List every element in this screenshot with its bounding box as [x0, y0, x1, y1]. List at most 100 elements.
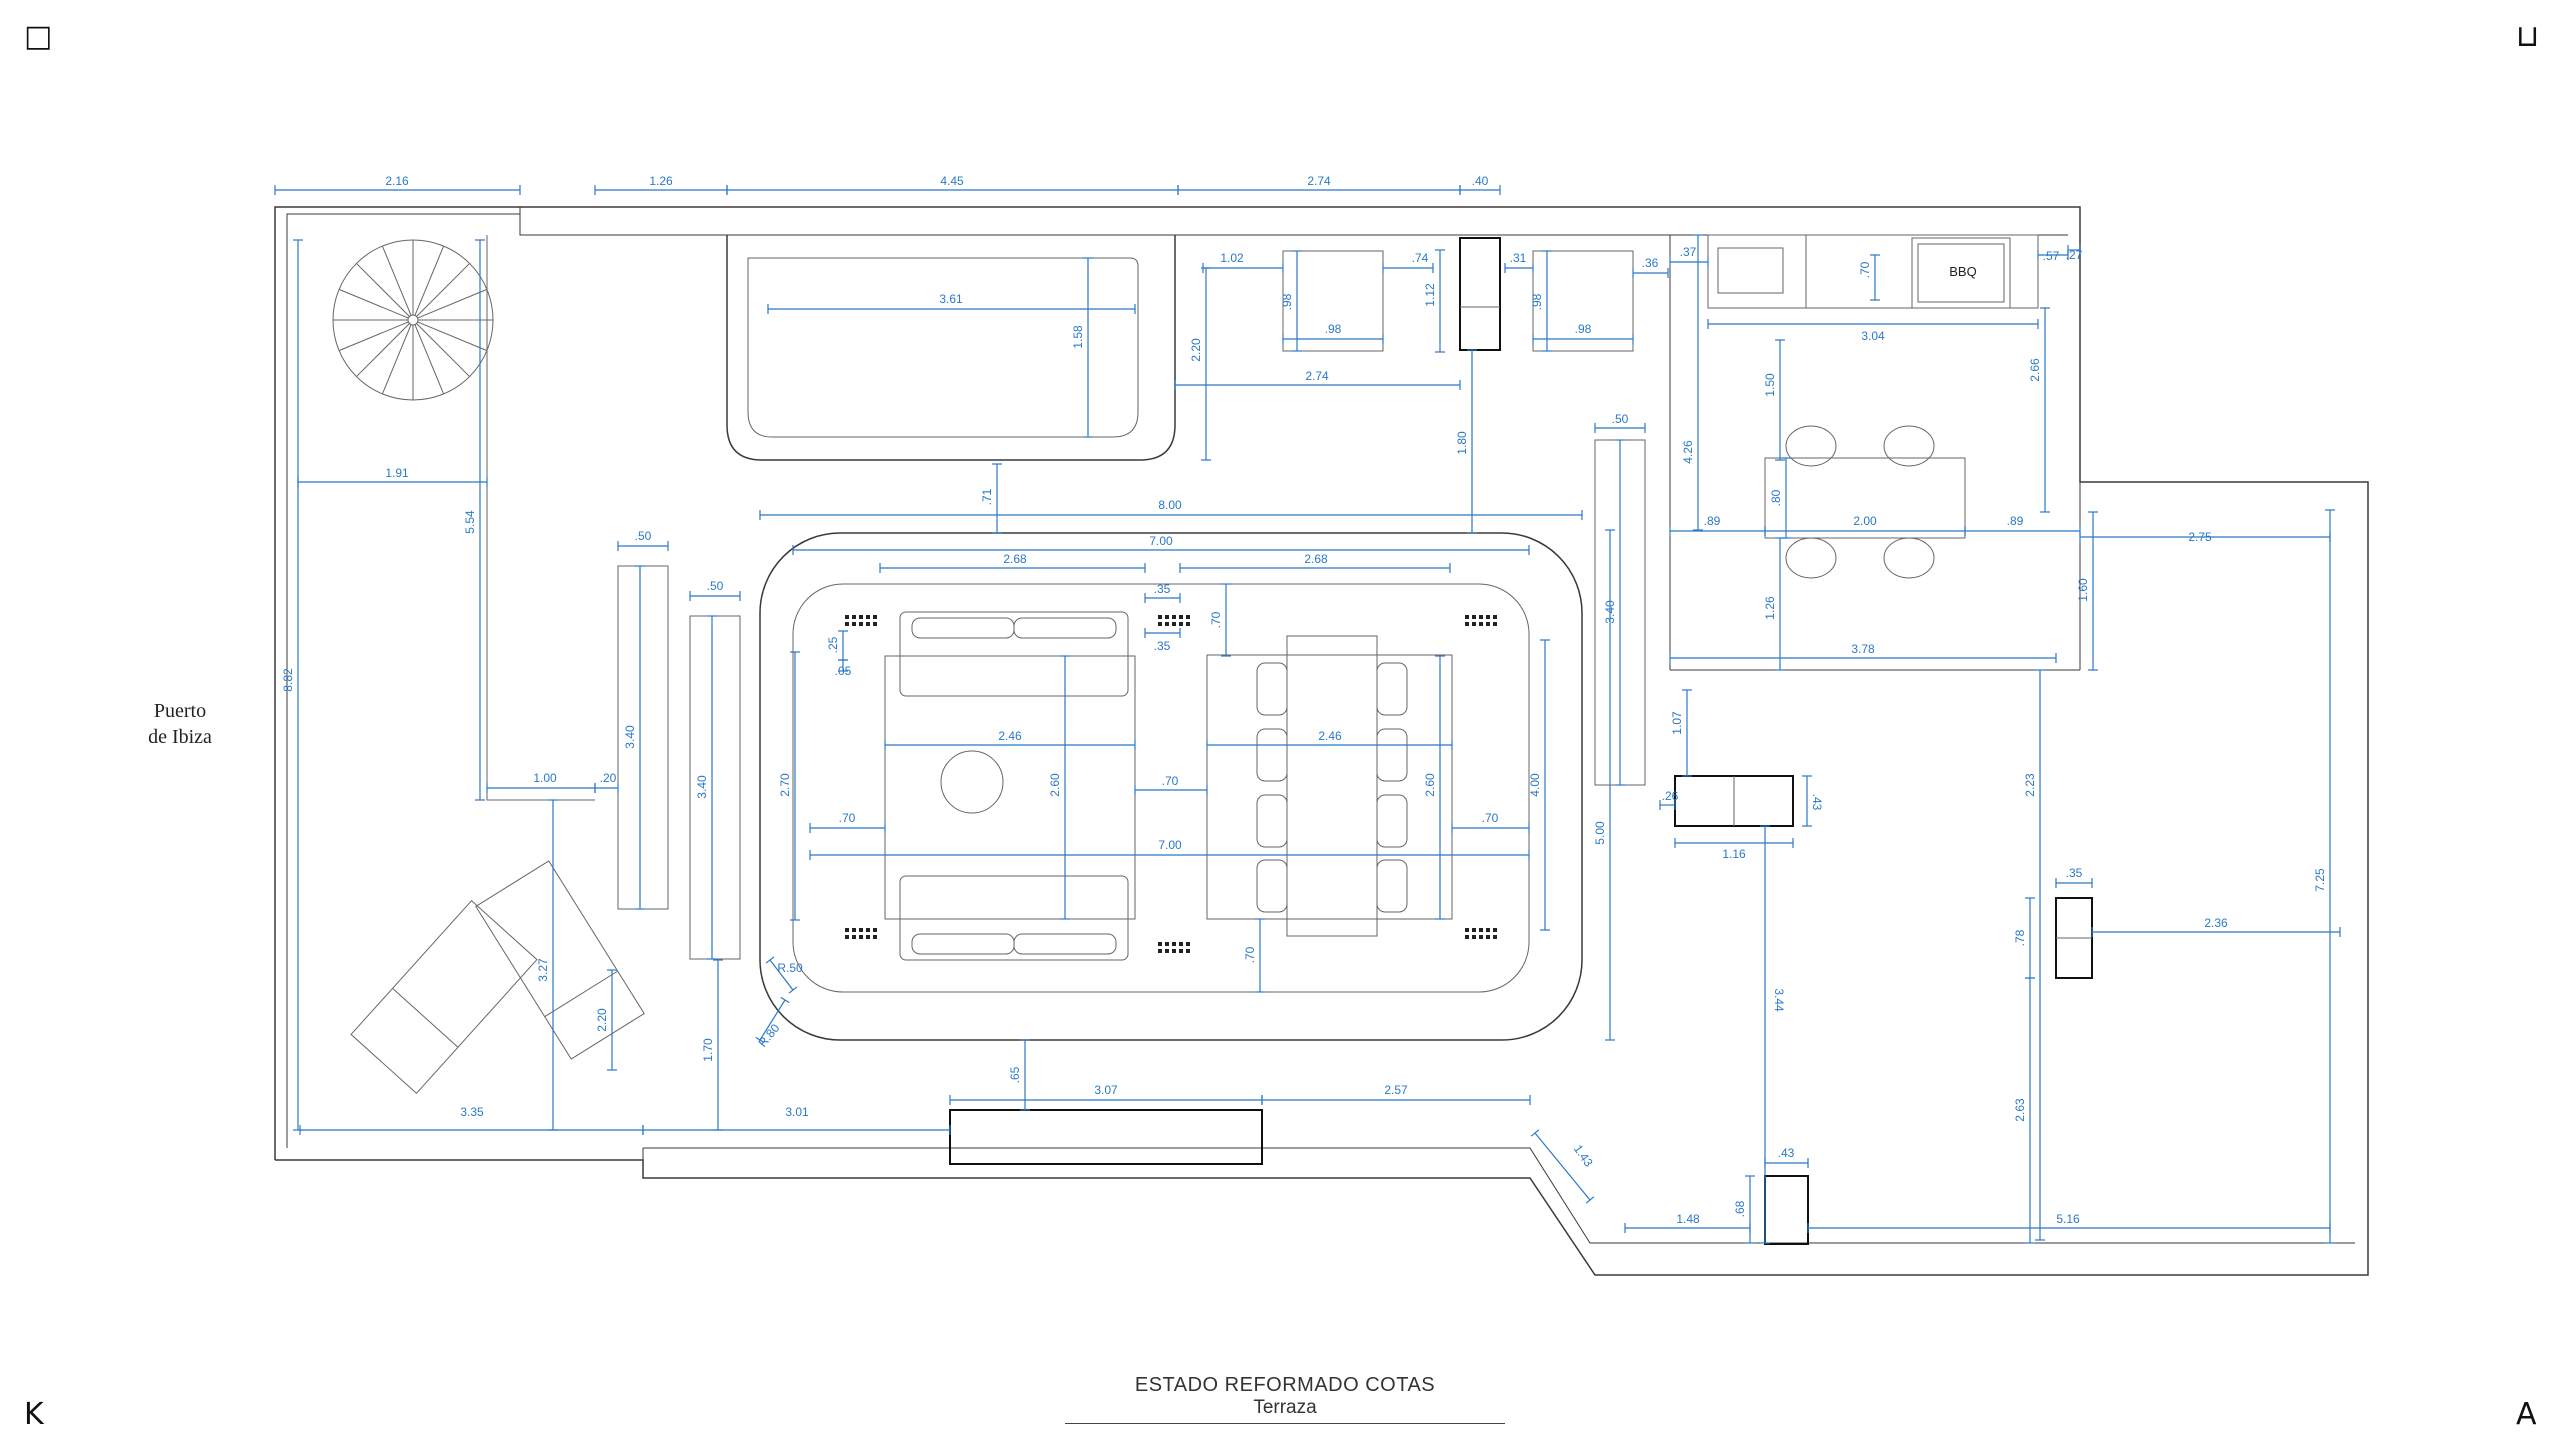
dimension-label: 2.66 — [2028, 358, 2042, 382]
light-fixture — [1465, 615, 1497, 626]
dimension-label: R.50 — [777, 961, 803, 975]
dimension-label: 7.00 — [1158, 838, 1182, 852]
dimension-label: .98 — [1325, 322, 1342, 336]
dimension-label: 2.60 — [1048, 773, 1062, 797]
dimension-label: .70 — [1162, 774, 1179, 788]
dimension-label: 3.27 — [536, 958, 550, 982]
dimension-label: 3.40 — [695, 775, 709, 799]
dimension-label: 1.48 — [1676, 1212, 1700, 1226]
dimension-label: 3.04 — [1861, 329, 1885, 343]
drawing-title: ESTADO REFORMADO COTAS — [1134, 1374, 1436, 1396]
dimension-label: .68 — [1733, 1200, 1747, 1217]
dimension-label: .98 — [1575, 322, 1592, 336]
light-fixture — [1158, 942, 1190, 953]
light-fixture — [1465, 928, 1497, 939]
dimension-label: 2.63 — [2013, 1098, 2027, 1122]
dimension-label: .50 — [707, 579, 724, 593]
sun-loungers — [350, 860, 645, 1095]
dimension-label: 3.40 — [1603, 600, 1617, 624]
dimension-label: 2.20 — [595, 1008, 609, 1032]
dimension-label: 3.78 — [1851, 642, 1875, 656]
dimension-label: 2.00 — [1853, 514, 1877, 528]
dimension-label: .78 — [2013, 929, 2027, 946]
title-block: ESTADO REFORMADO COTAS Terraza — [1065, 1373, 1505, 1424]
pool — [726, 235, 1176, 461]
planters — [486, 235, 1646, 960]
dimension-label: 1.91 — [385, 466, 409, 480]
dimension-label: 2.75 — [2188, 530, 2212, 544]
drawing-subtitle: Terraza — [1253, 1397, 1317, 1418]
dimension-label: 2.74 — [1307, 174, 1331, 188]
location-line-1: Puerto — [153, 700, 207, 722]
dimension-label: 4.00 — [1528, 773, 1542, 797]
dimension-label: R.80 — [755, 1021, 782, 1050]
dimension-label: 7.25 — [2313, 868, 2327, 892]
title-underline — [1065, 1423, 1505, 1424]
dimension-label: 5.16 — [2056, 1212, 2080, 1226]
dimension-label: .50 — [1612, 412, 1629, 426]
corner-mark-top-right: ⊔ — [2516, 19, 2540, 54]
light-fixture — [1158, 615, 1190, 626]
dimension-label: .25 — [826, 636, 840, 653]
dimension-label: .89 — [2007, 514, 2024, 528]
dimension-line — [769, 959, 794, 991]
dimension-label: .50 — [635, 529, 652, 543]
dimension-label: 3.44 — [1772, 988, 1786, 1012]
dimension-label: .26 — [1662, 789, 1679, 803]
dimension-label: .43 — [1778, 1146, 1795, 1160]
spiral-staircase — [332, 239, 494, 401]
dimension-label: 2.60 — [1423, 773, 1437, 797]
corner-mark-top-left: □ — [24, 19, 53, 54]
top-furniture — [1282, 237, 1634, 352]
exterior-walls — [274, 206, 2369, 1276]
dimension-label: 1.07 — [1670, 711, 1684, 735]
dimension-line — [759, 999, 786, 1041]
dimension-label: 2.23 — [2023, 773, 2037, 797]
dimension-label: 3.01 — [785, 1105, 809, 1119]
dimension-label: .98 — [1530, 293, 1544, 310]
dimension-label: .20 — [600, 771, 617, 785]
dimension-label: 8.82 — [281, 668, 295, 692]
dimension-label: .36 — [1642, 256, 1659, 270]
dimension-label: 2.74 — [1305, 369, 1329, 383]
dimension-label: .70 — [1209, 611, 1223, 628]
dimension-label: .98 — [1280, 293, 1294, 310]
dimension-label: 1.50 — [1763, 373, 1777, 397]
dimension-label: 1.26 — [649, 174, 673, 188]
dimension-label: 5.00 — [1593, 821, 1607, 845]
lounge-area — [759, 532, 1583, 1041]
dimension-label: 2.46 — [998, 729, 1022, 743]
dimension-label: .70 — [1482, 811, 1499, 825]
dimension-label: 1.02 — [1220, 251, 1244, 265]
dimension-label: 2.57 — [1384, 1083, 1408, 1097]
dimension-label: 1.60 — [2076, 578, 2090, 602]
dimension-label: .43 — [1810, 794, 1824, 811]
dimension-label: 1.43 — [1571, 1142, 1596, 1169]
dimension-label: .80 — [1769, 489, 1783, 506]
light-fixture — [845, 928, 877, 939]
light-fixture — [845, 615, 877, 626]
dimension-label: .05 — [835, 664, 852, 678]
dimension-label: .65 — [1008, 1066, 1022, 1083]
dimension-label: .35 — [2066, 866, 2083, 880]
dimension-label: .35 — [1154, 639, 1171, 653]
dimension-label: 1.00 — [533, 771, 557, 785]
dimension-label: .57 — [2043, 249, 2060, 263]
dimension-label: 2.68 — [1304, 552, 1328, 566]
dimension-label: 2.70 — [778, 773, 792, 797]
dimension-label: 1.80 — [1455, 431, 1469, 455]
dimension-label: 8.00 — [1158, 498, 1182, 512]
location-line-2: de Ibiza — [148, 726, 212, 748]
dimension-label: 3.40 — [623, 725, 637, 749]
dimension-label: 2.16 — [385, 174, 409, 188]
dimension-label: 3.07 — [1094, 1083, 1118, 1097]
dimension-label: 2.68 — [1003, 552, 1027, 566]
dimension-label: 1.58 — [1071, 325, 1085, 349]
right-elements — [949, 775, 2093, 1245]
location-label: Puerto de Ibiza — [120, 698, 240, 750]
corner-mark-bottom-right: A — [2516, 1397, 2537, 1432]
dimension-label: .40 — [1472, 174, 1489, 188]
dimension-label: 2.46 — [1318, 729, 1342, 743]
